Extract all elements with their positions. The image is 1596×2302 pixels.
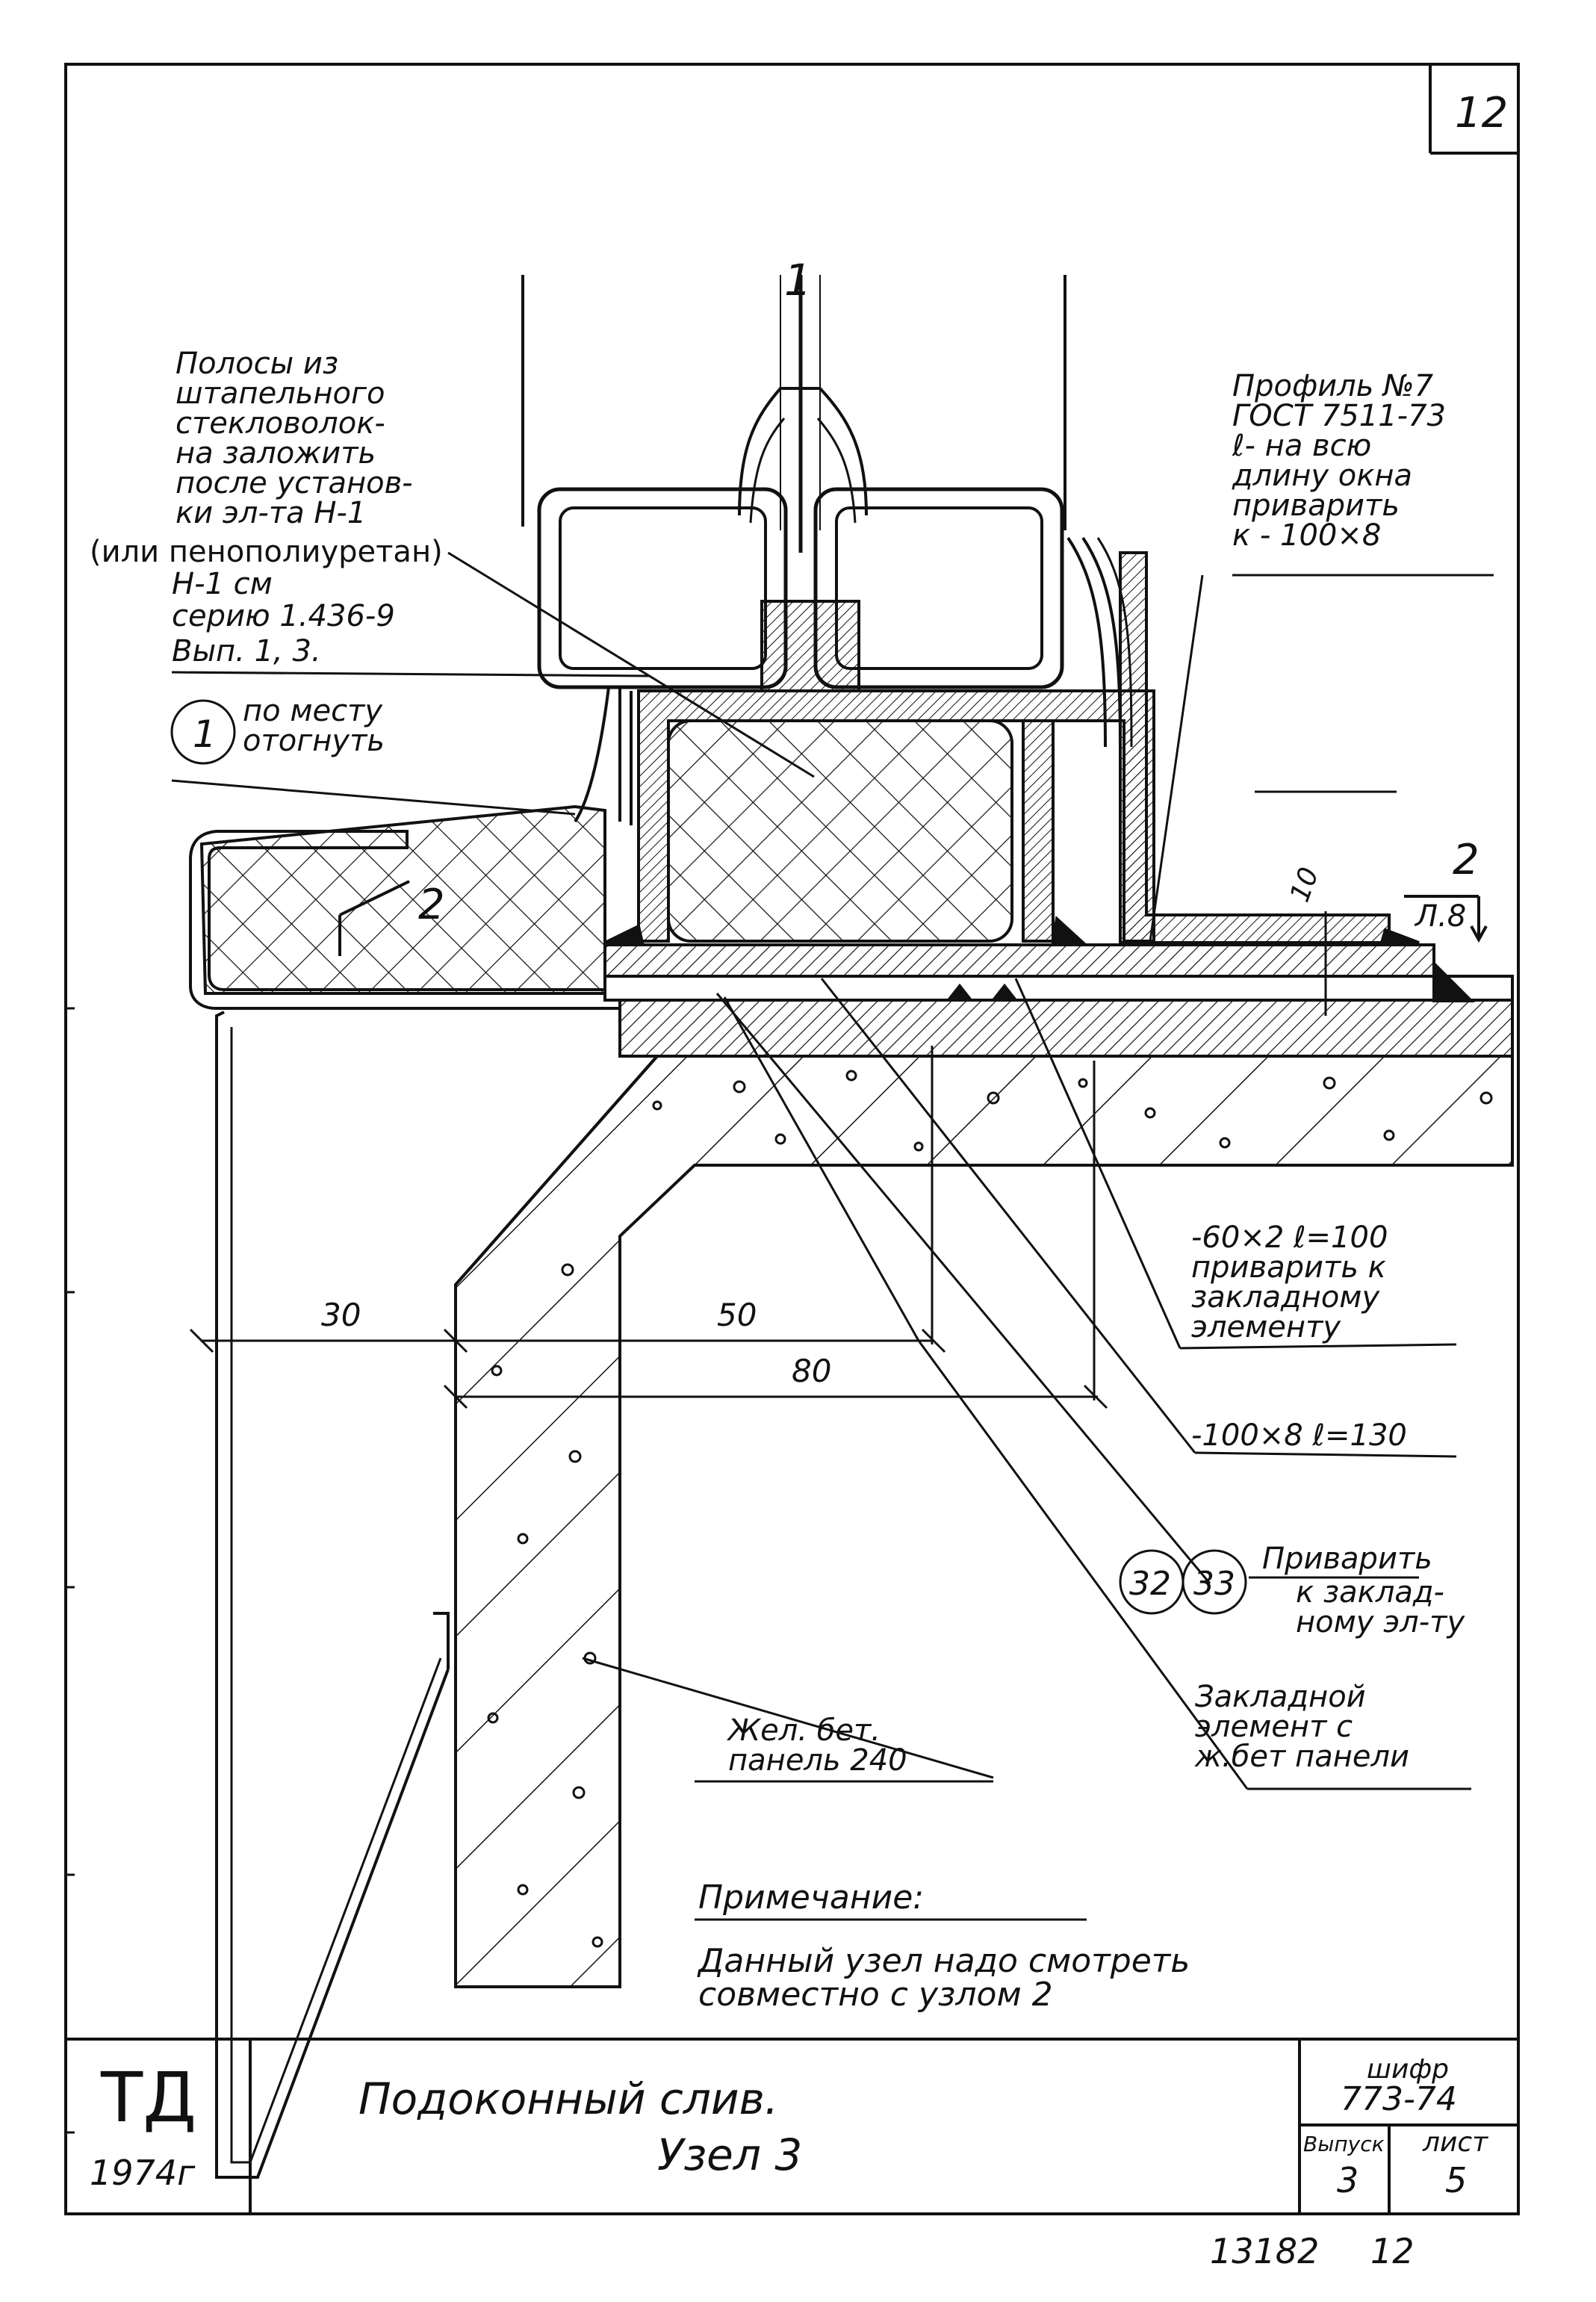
concrete-aggregate: [487, 1070, 1493, 1948]
code-label: шифр: [1367, 2054, 1449, 2085]
title-line-1: Подоконный слив.: [358, 2073, 778, 2124]
svg-text:штапельного: штапельного: [176, 376, 385, 411]
issue-value: 3: [1337, 2160, 1359, 2200]
callout-1: 1: [170, 699, 236, 765]
page-number: 12: [1455, 89, 1508, 137]
leader-lines: [171, 551, 1494, 1790]
svg-text:по месту: по месту: [243, 694, 383, 728]
svg-text:Полосы из: Полосы из: [176, 347, 338, 381]
svg-text:ж.бет панели: ж.бет панели: [1194, 1740, 1409, 1774]
svg-text:ки эл-та Н-1: ки эл-та Н-1: [176, 496, 366, 530]
label-weld: Приварить к заклад- ному эл-ту: [1262, 1542, 1465, 1639]
svg-text:ному эл-ту: ному эл-ту: [1296, 1605, 1465, 1639]
svg-text:отогнуть: отогнуть: [243, 724, 385, 758]
svg-text:длину окна: длину окна: [1232, 459, 1412, 493]
title-block: [66, 2038, 1518, 2214]
section-mark-left: 2: [338, 880, 445, 956]
margin-ticks: [66, 1007, 75, 2134]
note-line-2: совместно с узлом 2: [698, 1976, 1053, 2014]
svg-text:к заклад-: к заклад-: [1296, 1575, 1444, 1610]
top-mark: 1: [784, 255, 812, 305]
note-heading: Примечание:: [698, 1878, 924, 1917]
svg-text:-60×2 ℓ=100: -60×2 ℓ=100: [1191, 1220, 1388, 1255]
svg-text:Н-1 см: Н-1 см: [172, 567, 273, 601]
sheet-value: 5: [1445, 2160, 1467, 2200]
svg-text:на заложить: на заложить: [176, 436, 376, 471]
title-line-2: Узел 3: [657, 2129, 802, 2180]
note-line-1: Данный узел надо смотреть: [697, 1942, 1190, 1980]
sheet-label: лист: [1422, 2127, 1488, 2158]
sill-drip: [189, 804, 620, 2179]
svg-text:32: 32: [1129, 1565, 1171, 1603]
label-strip-60: -60×2 ℓ=100 приварить к закладному элеме…: [1191, 1220, 1388, 1344]
svg-text:33: 33: [1193, 1565, 1235, 1603]
label-glass-fiber: Полосы из штапельного стекловолок- на за…: [176, 347, 413, 530]
label-polyurethane: (или пенополиуретан) Н-1 см серию 1.436-…: [90, 535, 443, 668]
issue-label: Выпуск: [1303, 2132, 1385, 2156]
dim-50: 50: [717, 1297, 757, 1333]
page-number-box: 12: [1429, 64, 1518, 155]
callout-32-33: 32 33: [1119, 1549, 1247, 1615]
dimension-lines: [189, 911, 1327, 1409]
archive-page: 12: [1370, 2231, 1415, 2271]
svg-text:1: 1: [193, 713, 217, 756]
steel-strips: [603, 916, 1514, 1058]
svg-text:ℓ- на всю: ℓ- на всю: [1232, 429, 1371, 463]
svg-text:закладному: закладному: [1191, 1280, 1380, 1315]
sheet-frame: [64, 63, 1520, 2215]
svg-text:Закладной: Закладной: [1195, 1680, 1366, 1714]
note: Примечание: Данный узел надо смотреть со…: [695, 1878, 1190, 2014]
svg-text:Жел. бет.: Жел. бет.: [726, 1713, 881, 1748]
svg-text:2: 2: [418, 881, 445, 929]
window-frame: [521, 275, 1133, 748]
dim-30: 30: [321, 1297, 361, 1333]
label-bend-on-site: по месту отогнуть: [243, 694, 385, 758]
label-panel: Жел. бет. панель 240: [726, 1713, 907, 1778]
title-year: 1974г: [90, 2153, 196, 2193]
svg-text:Приварить: Приварить: [1262, 1542, 1432, 1576]
sheet-ref: Л.8: [1414, 899, 1466, 934]
svg-text:Вып. 1, 3.: Вып. 1, 3.: [172, 634, 321, 668]
section-mark-right: [1404, 895, 1488, 943]
archive-number: 13182: [1210, 2231, 1319, 2271]
dim-10: 10: [1285, 863, 1325, 906]
svg-text:(или пенополиуретан): (или пенополиуретан): [90, 535, 443, 569]
dim-80: 80: [792, 1353, 831, 1389]
org-mark: ТД: [100, 2058, 196, 2138]
section-label-right: 2: [1453, 836, 1479, 884]
svg-text:к - 100×8: к - 100×8: [1232, 518, 1381, 553]
code-value: 773-74: [1341, 2080, 1457, 2118]
svg-text:приварить к: приварить к: [1191, 1250, 1386, 1285]
svg-text:после установ-: после установ-: [176, 466, 413, 500]
svg-text:стекловолок-: стекловолок-: [176, 406, 385, 441]
steel-channel: [574, 551, 1391, 944]
svg-text:приварить: приварить: [1232, 488, 1400, 523]
concrete-panel: [454, 1055, 1514, 1988]
svg-text:Профиль №7: Профиль №7: [1232, 369, 1434, 403]
svg-text:ГОСТ 7511-73: ГОСТ 7511-73: [1232, 399, 1446, 433]
svg-text:элемент с: элемент с: [1195, 1710, 1353, 1744]
svg-text:панель 240: панель 240: [728, 1743, 907, 1778]
label-embedded: Закладной элемент с ж.бет панели: [1194, 1680, 1409, 1774]
label-strip-100: -100×8 ℓ=130: [1191, 1418, 1407, 1453]
svg-text:элементу: элементу: [1191, 1310, 1341, 1344]
svg-text:серию 1.436-9: серию 1.436-9: [172, 599, 395, 633]
label-profile: Профиль №7 ГОСТ 7511-73 ℓ- на всю длину …: [1232, 369, 1446, 553]
